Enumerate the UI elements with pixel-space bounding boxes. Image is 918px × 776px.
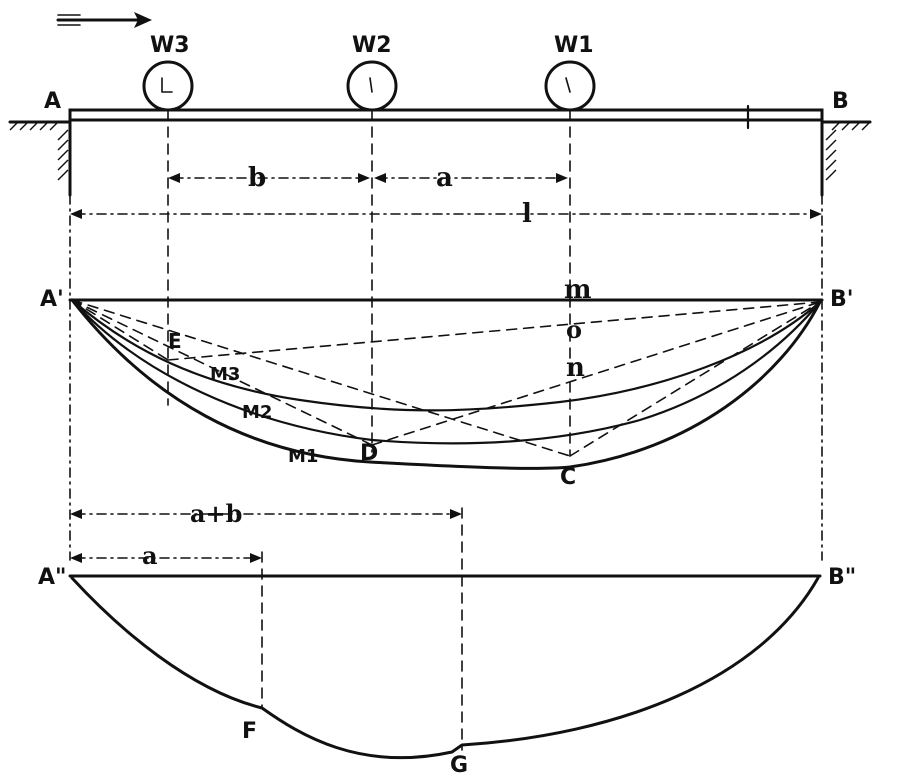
label-a-top: a — [436, 163, 453, 193]
label-W2: W2 — [352, 33, 392, 58]
label-a-bottom: a — [142, 541, 158, 570]
label-A-double-prime: A" — [38, 565, 67, 590]
end-verticals — [69, 194, 823, 561]
wheel-w3 — [142, 60, 194, 112]
label-E: E — [168, 329, 182, 353]
dimension-l — [70, 209, 822, 219]
label-M1: M1 — [288, 446, 318, 467]
label-B-prime: B' — [830, 287, 854, 312]
label-M2: M2 — [242, 402, 272, 423]
label-m: m — [564, 275, 592, 305]
label-C: C — [560, 465, 576, 490]
label-F: F — [242, 719, 257, 744]
direction-arrow — [56, 12, 152, 28]
dimension-a-plus-b — [70, 509, 462, 519]
label-B: B — [832, 89, 849, 114]
envelope-diagram — [68, 507, 822, 760]
label-W1: W1 — [554, 33, 594, 58]
label-a-plus-b: a+b — [190, 499, 242, 528]
wheel-w2 — [346, 60, 398, 112]
label-A-prime: A' — [40, 287, 64, 312]
load-verticals — [167, 109, 571, 457]
left-support — [8, 120, 72, 197]
beam — [68, 104, 824, 130]
dimension-a-top — [374, 173, 568, 183]
dimension-b — [168, 173, 370, 183]
label-W3: W3 — [150, 33, 190, 58]
label-G: G — [450, 753, 468, 776]
label-A: A — [44, 89, 61, 114]
label-l: l — [522, 199, 532, 229]
label-o: o — [566, 315, 582, 344]
label-M3: M3 — [210, 364, 240, 385]
label-D: D — [360, 441, 378, 466]
wheel-w1 — [544, 60, 596, 112]
right-support — [820, 120, 872, 197]
dimension-a-bottom — [70, 553, 262, 563]
label-n: n — [566, 353, 585, 383]
moment-diagram — [68, 298, 824, 470]
label-b: b — [248, 163, 266, 193]
label-B-double-prime: B" — [828, 565, 856, 590]
